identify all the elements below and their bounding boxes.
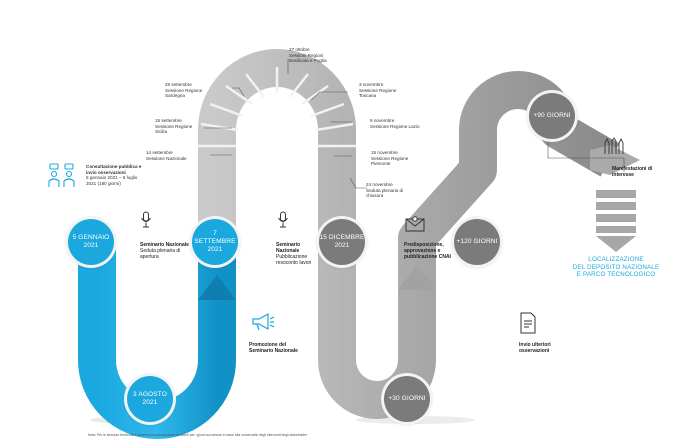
milestone-plus-120: +120 GIORNI [454,219,500,265]
microphone-icon [141,211,151,228]
session-6-date: 9 novembre [370,118,395,123]
microphone-icon-2 [278,211,288,228]
seminar-report-detail: Pubblicazione resoconto lavori [276,254,312,266]
consultation-title: Consultazione pubblica e invio osservazi… [86,164,142,175]
final-arrow [596,190,636,252]
cnai-title: Predisposizione, approvazione e pubblica… [404,242,451,260]
session-5-text: Sessione Regione Toscana [359,87,397,99]
road-arrow-end [590,145,640,175]
document-icon [520,312,536,334]
session-1-text: Sessione Nazionale [146,155,187,161]
final-line-1: LOCALIZZAZIONE [588,256,644,263]
megaphone-icon [252,312,275,331]
email-icon [405,216,425,232]
seminar-open-title: Seminario Nazionale [140,242,189,248]
final-destination: LOCALIZZAZIONE DEL DEPOSITO NAZIONALE E … [566,256,666,279]
session-8-text: Seduta plenaria di chiusura [366,187,404,199]
raised-hands-icon [604,137,624,154]
seminar-open-note: Seminario Nazionale Seduta plenaria di a… [140,242,190,260]
final-line-2: DEL DEPOSITO NAZIONALE [572,263,660,271]
session-2-text: Sessione Regione Sicilia [155,123,193,135]
session-5-date: 3 novembre [359,82,384,87]
milestone-5-gennaio: 5 GENNAIO 2021 [68,219,114,265]
session-3-date: 28 settembre [165,82,192,87]
road-arrow-up [398,265,436,290]
interest-note: Manifestazioni di interesse [612,166,662,178]
milestone-3-agosto-label: 3 AGOSTO 2021 [132,391,168,406]
road-grey [198,49,620,419]
consultation-detail: 5 gennaio 2021 – 5 luglio 2021 (180 gior… [86,175,138,186]
session-1-date: 14 settembre [146,150,173,155]
cnai-note: Predisposizione, approvazione e pubblica… [404,242,460,260]
milestone-7-settembre-label: 7 SETTEMBRE 2021 [194,230,236,253]
seminar-report-title: Seminario Nazionale [276,242,301,254]
session-6-text: Sessione Regione Lazio [370,123,420,129]
seminar-report-note: Seminario Nazionale Pubblicazione resoco… [276,242,322,266]
final-line-3: E PARCO TECNOLOGICO [576,271,656,279]
promotion-title: Promozione del Seminario Nazionale [249,342,298,354]
further-obs-note: Invio ulteriori osservazioni [519,342,569,354]
consultation-note: Consultazione pubblica e invio osservazi… [86,164,146,186]
session-4-text: Sessioni Regioni Basilicata e Puglia [289,52,327,64]
milestone-3-agosto: 3 AGOSTO 2021 [127,376,173,422]
milestone-plus-30: +30 GIORNI [384,376,430,422]
interest-title: Manifestazioni di interesse [612,166,653,178]
session-3-text: Sessione Regione Sardegna [165,87,203,99]
milestone-plus-90-label: +90 GIORNI [533,112,571,119]
milestone-plus-120-label: +120 GIORNI [456,238,498,245]
milestone-7-settembre: 7 SETTEMBRE 2021 [192,219,238,265]
promotion-note: Promozione del Seminario Nazionale [249,342,299,354]
road-arrow-blue [198,275,236,300]
session-8-date: 24 novembre [366,182,393,187]
further-obs-title: Invio ulteriori osservazioni [519,342,551,354]
footnote: Nota: Per le sessioni territoriali è pre… [88,433,308,437]
milestone-15-dicembre: 15 DICEMBRE 2021 [319,219,365,265]
connector-lines [204,59,625,189]
milestone-plus-30-label: +30 GIORNI [388,395,426,402]
milestone-plus-90: +90 GIORNI [529,93,575,139]
session-7-date: 15 novembre [371,150,398,155]
session-7-text: Sessione Regione Piemonte [371,155,409,167]
arch-bricks [198,67,356,148]
people-discussion-icon [48,163,75,187]
milestone-15-dicembre-label: 15 DICEMBRE 2021 [319,234,365,249]
session-4-date: 27 ottobre [289,47,310,52]
milestone-5-gennaio-label: 5 GENNAIO 2021 [72,234,110,249]
session-2-date: 15 settembre [155,118,182,123]
seminar-open-detail: Seduta plenaria di apertura [140,248,181,260]
